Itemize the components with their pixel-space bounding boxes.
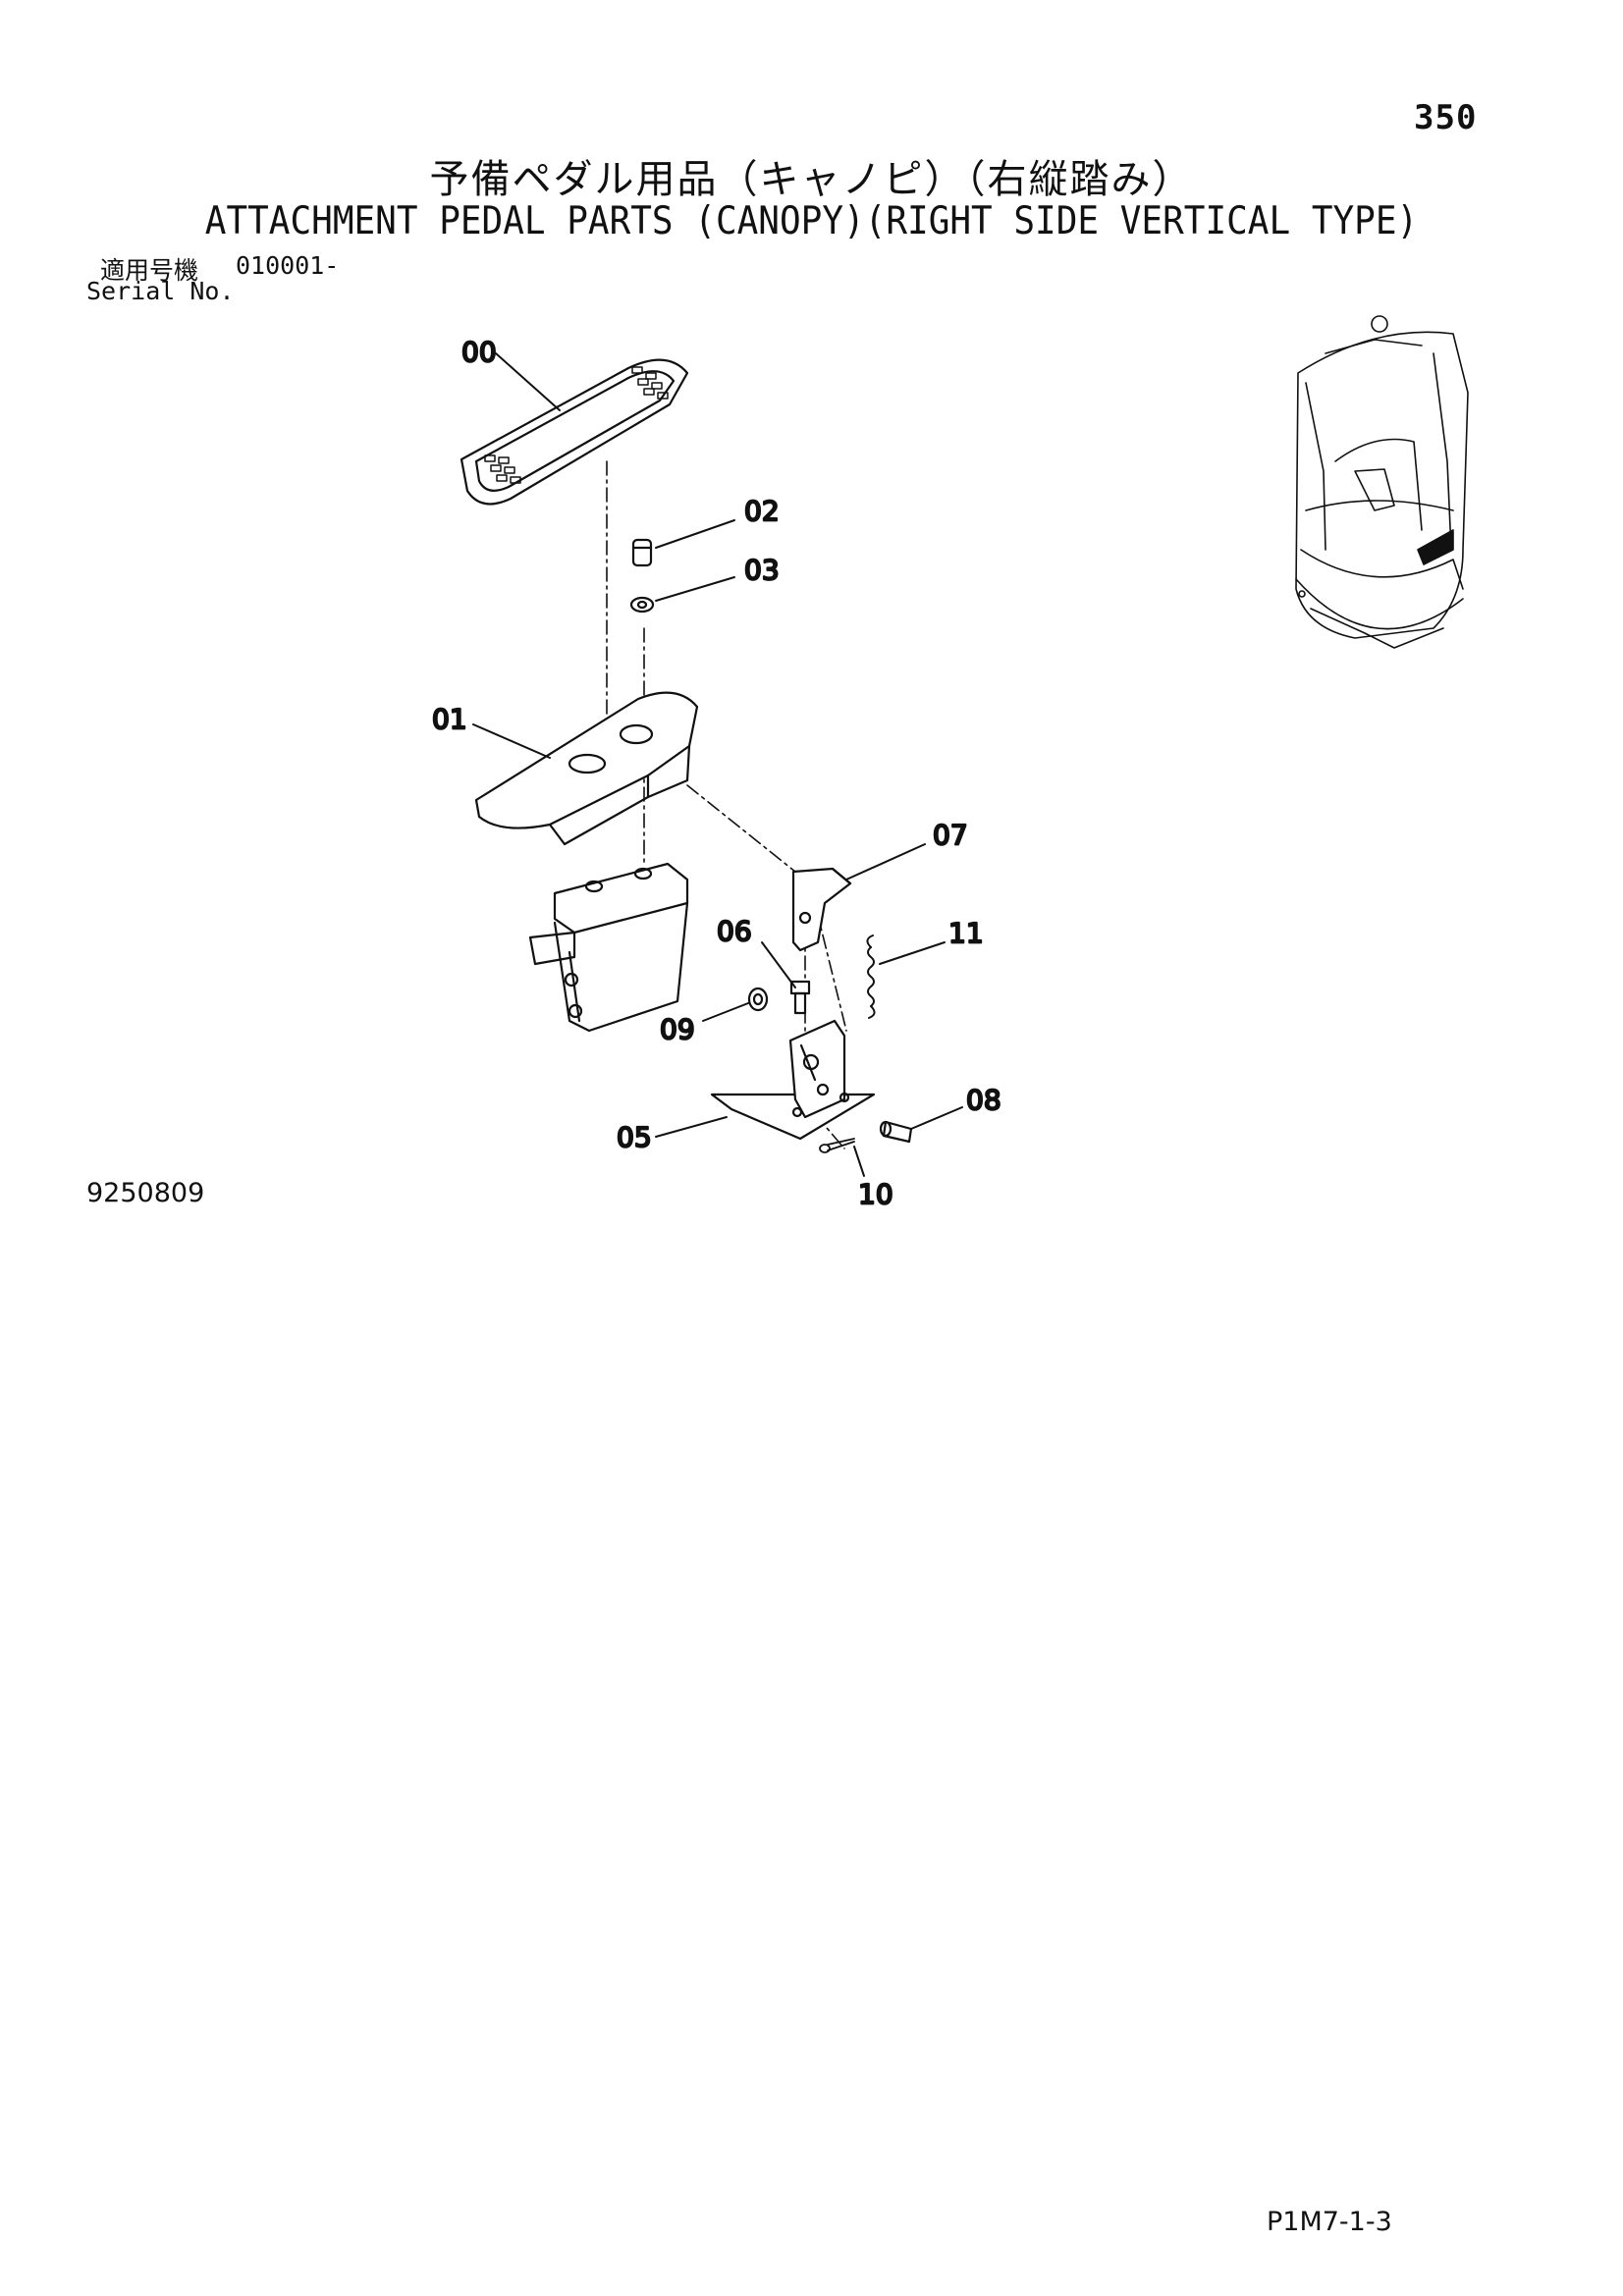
bolt-part-2 (789, 980, 811, 1015)
pedal-rubber-cover-part (460, 358, 689, 506)
bracket-part (791, 867, 852, 952)
callout-06: 06 (717, 915, 752, 947)
callout-03: 03 (744, 554, 780, 586)
base-plate-part (710, 1019, 876, 1141)
callout-07: 07 (933, 819, 968, 851)
callout-00: 00 (461, 336, 497, 368)
page-title-english: ATTACHMENT PEDAL PARTS (CANOPY)(RIGHT SI… (204, 198, 1419, 244)
page-code: P1M7-1-3 (1267, 2207, 1392, 2237)
serial-number-value: 010001- (236, 251, 340, 280)
collar-part (747, 987, 769, 1012)
callout-05: 05 (617, 1121, 652, 1153)
callout-01: 01 (432, 703, 467, 735)
cotter-pin-part (819, 1138, 855, 1153)
callout-10: 10 (858, 1178, 893, 1210)
callout-11: 11 (948, 917, 984, 949)
spring-part (866, 934, 876, 1019)
serial-label-english: Serial No. (86, 277, 235, 305)
washer-part (629, 596, 655, 614)
callout-02: 02 (744, 495, 780, 527)
control-valve-block (528, 862, 689, 1033)
page-title-japanese: 予備ペダル用品（キャノピ）（右縦踏み） (429, 157, 1194, 202)
callout-09: 09 (660, 1013, 695, 1045)
callout-08: 08 (966, 1084, 1001, 1116)
pin-part (879, 1120, 913, 1144)
diagram-reference-number: 9250809 (86, 1178, 205, 1208)
serial-label-japanese: 適用号機 (100, 256, 199, 285)
page-number: 350 (1414, 98, 1478, 137)
machine-location-sketch (1295, 315, 1469, 649)
bolt-part (631, 538, 653, 567)
pedal-part (474, 691, 699, 846)
leader-lines (472, 352, 963, 1177)
